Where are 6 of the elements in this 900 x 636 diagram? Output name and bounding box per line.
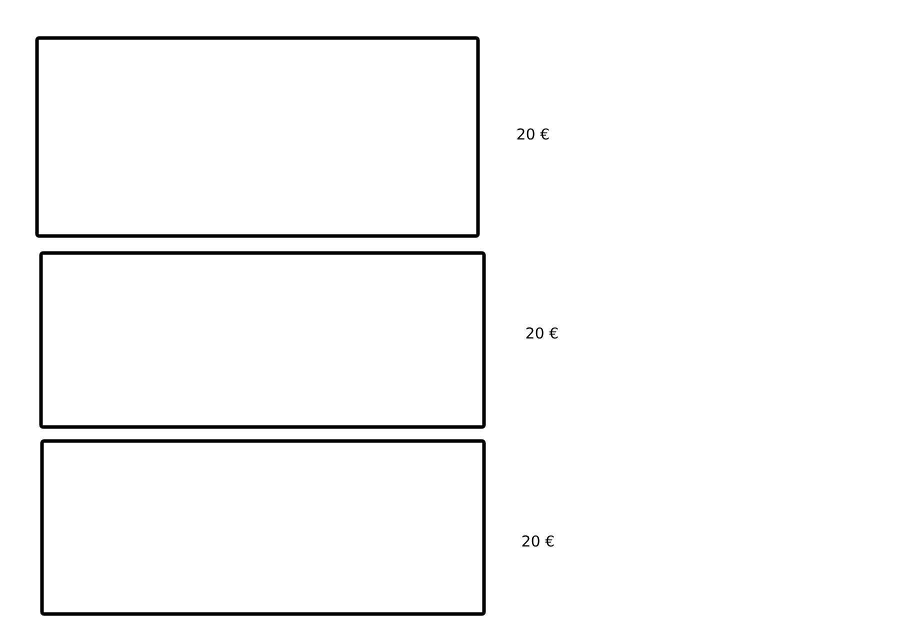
price-label: 20 € [517, 128, 549, 140]
empty-box [40, 439, 486, 616]
price-label: 20 € [522, 535, 554, 547]
price-label: 20 € [526, 327, 558, 339]
empty-box [35, 36, 480, 238]
empty-box [39, 251, 486, 429]
